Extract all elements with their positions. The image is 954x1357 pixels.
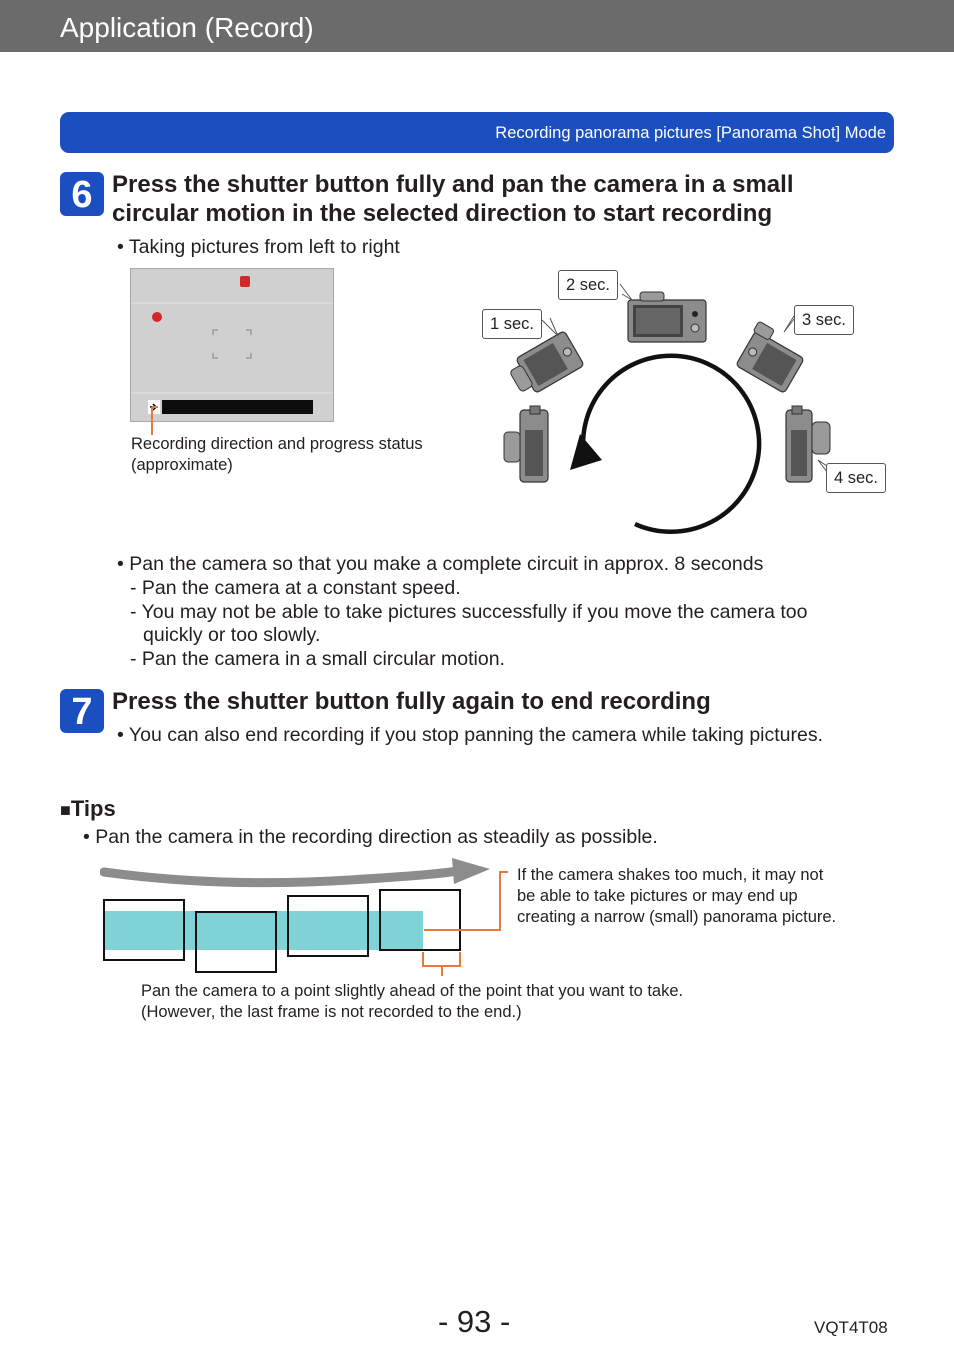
page-number: - 93 - xyxy=(438,1304,511,1339)
panorama-strip xyxy=(105,911,423,950)
page-title: Application (Record) xyxy=(60,12,314,43)
progress-bar xyxy=(162,400,313,414)
step7-heading: Press the shutter button fully again to … xyxy=(112,688,711,715)
timing-bubble-2sec: 2 sec. xyxy=(558,270,619,300)
ahead-note-line1: Pan the camera to a point slightly ahead… xyxy=(141,982,684,1000)
sub-bullet-too-quick-line2: quickly or too slowly. xyxy=(143,624,321,646)
tips-heading-row: ■Tips xyxy=(60,796,116,822)
preview-caption-line2: (approximate) xyxy=(131,456,233,474)
recording-dot-icon xyxy=(152,312,162,322)
section-label: Recording panorama pictures [Panorama Sh… xyxy=(495,124,886,142)
shake-note-line2: be able to take pictures or may end up xyxy=(517,887,798,905)
frame-1 xyxy=(103,899,185,961)
camera-icon-1sec xyxy=(510,331,584,393)
ahead-note-line2: (However, the last frame is not recorded… xyxy=(141,1003,522,1021)
preview-caption-line1: Recording direction and progress status xyxy=(131,435,423,453)
gray-direction-arrow-icon xyxy=(100,858,490,888)
bullet-end-recording: • You can also end recording if you stop… xyxy=(117,724,824,746)
step6-heading-line1: Press the shutter button fully and pan t… xyxy=(112,171,794,198)
camera-icon-2sec xyxy=(627,291,707,343)
shake-note: If the camera shakes too much, it may no… xyxy=(517,865,836,928)
timing-bubble-4sec: 4 sec. xyxy=(826,463,887,493)
top-header-bar: Application (Record) xyxy=(0,0,954,52)
shake-note-line1: If the camera shakes too much, it may no… xyxy=(517,866,824,884)
camera-icon-4sec xyxy=(785,405,831,483)
bullet-left-to-right: • Taking pictures from left to right xyxy=(117,236,400,258)
timing-bubble-3sec: 3 sec. xyxy=(794,305,855,335)
progress-callout-line xyxy=(151,406,158,435)
circular-motion-diagram xyxy=(503,283,831,534)
ahead-note: Pan the camera to a point slightly ahead… xyxy=(141,981,683,1023)
document-code: VQT4T08 xyxy=(814,1318,888,1337)
af-frame-icon xyxy=(212,329,252,359)
sub-bullet-too-quick-line1: - You may not be able to take pictures s… xyxy=(130,601,808,623)
circular-arrow-icon xyxy=(570,353,762,534)
step6-heading: Press the shutter button fully and pan t… xyxy=(112,170,794,228)
ahead-bracket xyxy=(422,952,461,967)
shake-note-line3: creating a narrow (small) panorama pictu… xyxy=(517,908,837,926)
panorama-frames-diagram xyxy=(100,858,508,976)
frame-2 xyxy=(195,911,277,973)
camera-icon-left xyxy=(503,405,549,483)
section-banner: Recording panorama pictures [Panorama Sh… xyxy=(60,112,894,153)
step-number-7: 7 xyxy=(60,689,104,733)
recording-screen-preview xyxy=(130,268,334,422)
tips-bullet: • Pan the camera in the recording direct… xyxy=(83,826,658,848)
frame-4 xyxy=(379,889,461,951)
sub-bullet-constant-speed: - Pan the camera at a constant speed. xyxy=(130,577,461,599)
tips-square-icon: ■ xyxy=(60,800,71,820)
shake-note-bracket xyxy=(424,871,508,931)
step-number-6: 6 xyxy=(60,172,104,216)
sub-bullet-small-circle: - Pan the camera in a small circular mot… xyxy=(130,648,505,670)
recording-screen-illustration xyxy=(131,269,333,421)
camera-status-icon xyxy=(240,276,250,287)
timing-bubble-1sec: 1 sec. xyxy=(482,309,543,339)
frame-3 xyxy=(287,895,369,957)
step6-heading-line2: circular motion in the selected directio… xyxy=(112,200,773,227)
bullet-complete-circuit: • Pan the camera so that you make a comp… xyxy=(117,553,764,575)
preview-caption: Recording direction and progress status … xyxy=(131,434,423,476)
camera-icon-3sec xyxy=(736,321,804,393)
tips-heading: Tips xyxy=(70,796,116,821)
